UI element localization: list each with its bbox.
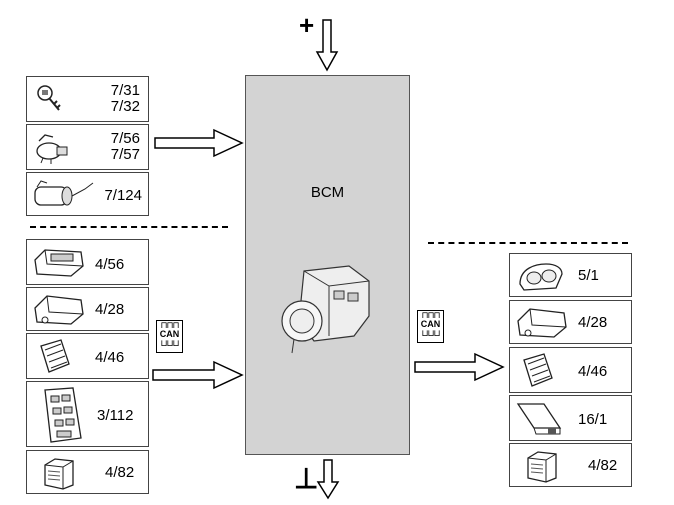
display-panel-icon <box>516 403 562 435</box>
component-connector-module: 4/46 <box>26 333 149 379</box>
sensor-probe-icon <box>34 180 94 206</box>
ground-arrow <box>316 459 340 500</box>
actuator-module-icon <box>44 458 74 490</box>
component-fuse-box: 3/112 <box>26 381 149 447</box>
input-arrow-top <box>154 128 244 158</box>
connector-module-icon <box>523 353 553 387</box>
input-arrow-can <box>152 360 244 390</box>
component-code: 4/46 <box>95 349 125 366</box>
can-label: CAN <box>159 329 180 339</box>
fuse-box-icon <box>44 387 82 443</box>
component-code: 7/56 7/57 <box>110 130 140 163</box>
component-code: 7/124 <box>104 187 142 204</box>
control-unit-icon <box>34 295 84 325</box>
separator-right <box>428 242 628 244</box>
ground-symbol: ⊥ <box>294 463 319 494</box>
component-code: 4/28 <box>95 301 125 318</box>
component-code: 4/82 <box>588 457 618 474</box>
plus-symbol: + <box>299 10 315 40</box>
output-arrow-can <box>414 352 505 382</box>
separator-left <box>30 226 228 228</box>
component-code: 4/56 <box>95 256 125 273</box>
component-code: 4/28 <box>578 314 608 331</box>
control-unit-icon <box>517 308 567 338</box>
component-code: 5/1 <box>578 267 599 284</box>
component-display-panel: 16/1 <box>509 395 632 441</box>
connector-module-icon <box>40 339 70 373</box>
bcm-label: BCM <box>310 184 345 201</box>
abs-unit-icon <box>281 265 370 354</box>
component-code: 3/112 <box>97 407 134 424</box>
can-badge-left: ⊓⊓⊓ CAN ⊔⊔⊔ <box>156 320 183 353</box>
component-code: 7/31 7/32 <box>110 82 140 115</box>
key-icon <box>37 85 61 111</box>
brake-switch-icon <box>36 134 68 164</box>
can-label: CAN <box>420 319 441 329</box>
component-brake-switch: 7/56 7/57 <box>26 124 149 170</box>
component-instrument-cluster: 5/1 <box>509 253 632 297</box>
component-control-unit: 4/56 <box>26 239 149 285</box>
instrument-cluster-icon <box>519 263 563 291</box>
component-code: 4/82 <box>105 464 135 481</box>
can-badge-right: ⊓⊓⊓ CAN ⊔⊔⊔ <box>417 310 444 343</box>
component-control-unit: 4/28 <box>26 287 149 331</box>
power-arrow <box>315 19 339 72</box>
component-actuator-module: 4/82 <box>26 450 149 494</box>
component-key: 7/31 7/32 <box>26 76 149 122</box>
control-unit-icon <box>34 249 84 277</box>
bcm-block: BCM <box>245 75 410 455</box>
component-actuator-module: 4/82 <box>509 443 632 487</box>
actuator-module-icon <box>527 451 557 483</box>
component-sensor: 7/124 <box>26 172 149 216</box>
component-code: 4/46 <box>578 363 608 380</box>
component-code: 16/1 <box>578 411 608 428</box>
component-connector-module: 4/46 <box>509 347 632 393</box>
component-control-unit: 4/28 <box>509 300 632 344</box>
